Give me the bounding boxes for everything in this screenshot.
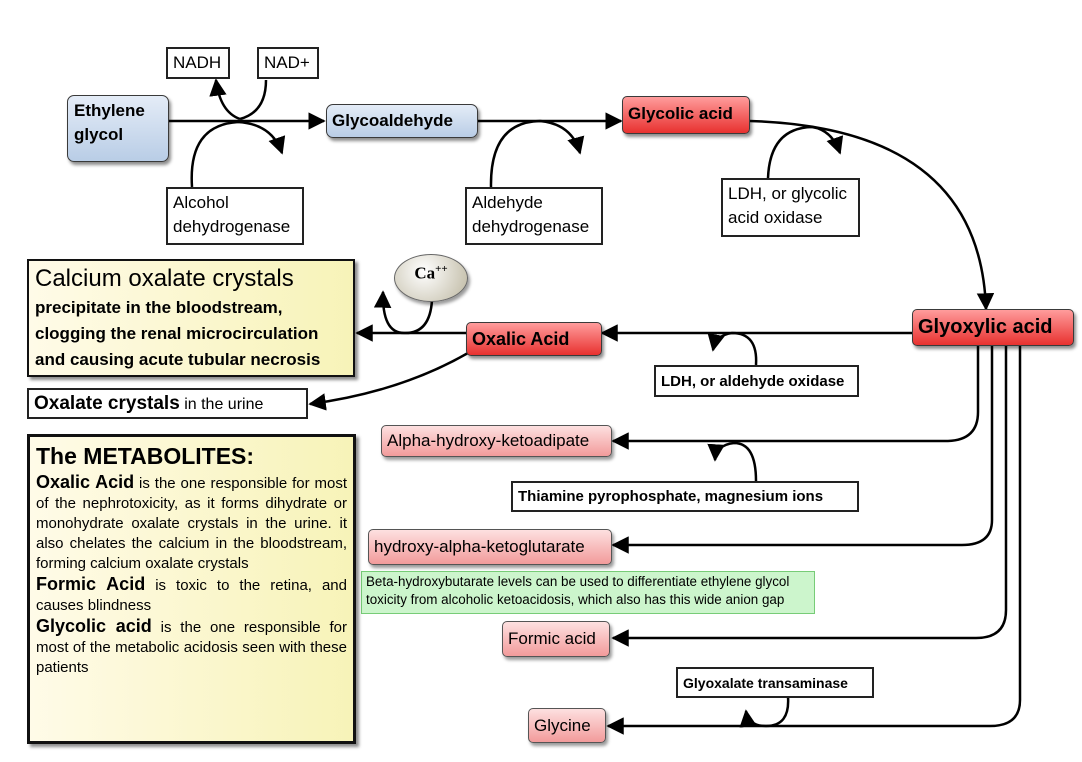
alcohol-dehydrogenase-line-1: Alcohol <box>173 193 229 212</box>
ldh-aldehyde-curve <box>707 331 758 366</box>
ethylene-glycol-line-1: Ethylene <box>74 101 145 120</box>
calcium-charge: ++ <box>435 263 448 275</box>
nadh-label: NADH <box>166 47 230 79</box>
ethylene-glycol-node: Ethylene glycol <box>67 95 169 162</box>
thiamine-box: Thiamine pyrophosphate, magnesium ions <box>511 481 859 512</box>
transaminase-box: Glyoxalate transaminase <box>676 667 874 698</box>
glyoxylic-acid-node: Glyoxylic acid <box>912 309 1074 346</box>
urine-crystals-text: in the urine <box>179 396 264 413</box>
formic-acid-node: Formic acid <box>502 621 610 657</box>
glycoaldehyde-node: Glycoaldehyde <box>326 104 478 138</box>
calcium-oxalate-title: Calcium oxalate crystals <box>35 265 294 292</box>
urine-crystals-box: Oxalate crystals in the urine <box>27 388 308 419</box>
arrow-to-formic <box>611 345 1008 647</box>
ldh-glycolic-box: LDH, or glycolic acid oxidase <box>721 178 860 237</box>
metabolite-glycolic: Glycolic acid is the one responsible for… <box>36 616 347 678</box>
urine-crystals-bold: Oxalate crystals <box>34 393 180 414</box>
metabolite-formic-name: Formic Acid <box>36 574 146 594</box>
calcium-symbol: Ca <box>414 263 436 283</box>
calcium-curve <box>373 290 434 335</box>
calcium-ion: Ca++ <box>394 254 468 302</box>
beta-hydroxybutyrate-note: Beta-hydroxybutarate levels can be used … <box>361 571 815 614</box>
thiamine-curve <box>707 441 758 482</box>
ethylene-glycol-line-2: glycol <box>74 125 124 144</box>
oxalic-acid-node: Oxalic Acid <box>466 322 602 356</box>
metabolite-oxalic: Oxalic Acid is the one responsible for m… <box>36 472 347 574</box>
metabolites-panel: The METABOLITES: Oxalic Acid is the one … <box>27 434 356 744</box>
aldehyde-dehydrogenase-box: Aldehyde dehydrogenase <box>465 187 603 245</box>
ldh-glycolic-line-1: LDH, or glycolic <box>728 184 848 203</box>
calcium-oxalate-box: Calcium oxalate crystals precipitate in … <box>27 259 355 377</box>
arrow-to-hydroxy-alpha <box>611 345 994 554</box>
metabolite-formic: Formic Acid is toxic to the retina, and … <box>36 574 347 616</box>
aldehyde-dehydrogenase-line-2: dehydrogenase <box>472 217 590 236</box>
glycolic-acid-node: Glycolic acid <box>622 96 750 134</box>
alcohol-dehydrogenase-box: Alcohol dehydrogenase <box>166 187 304 245</box>
ldh-glycolic-curve <box>766 125 844 179</box>
nadh-curve <box>209 78 241 121</box>
aldehyde-dehydrogenase-line-1: Aldehyde <box>472 193 543 212</box>
metabolite-oxalic-text: is the one responsible for most of the n… <box>36 475 347 572</box>
ldh-glycolic-line-2: acid oxidase <box>728 208 823 227</box>
metabolite-formic-text: is toxic to the retina, and causes blind… <box>36 577 347 614</box>
nad-curve <box>239 79 268 121</box>
calcium-oxalate-body: precipitate in the bloodstream, clogging… <box>35 298 321 369</box>
aldh-curve <box>489 119 585 188</box>
adh-curve <box>190 120 286 188</box>
metabolites-title: The METABOLITES: <box>36 443 255 469</box>
alcohol-dehydrogenase-line-2: dehydrogenase <box>173 217 291 236</box>
transaminase-curve <box>739 696 790 728</box>
metabolite-glycolic-name: Glycolic acid <box>36 616 152 636</box>
arrow-oxalic-to-urine <box>308 351 469 411</box>
metabolite-oxalic-name: Oxalic Acid <box>36 472 135 492</box>
glycine-node: Glycine <box>528 708 606 743</box>
arrow-to-glycine <box>606 345 1022 735</box>
hydroxy-alpha-ketoglutarate-node: hydroxy-alpha-ketoglutarate <box>368 529 612 565</box>
metabolite-glycolic-text: is the one responsible for most of the m… <box>36 619 347 676</box>
ldh-aldehyde-box: LDH, or aldehyde oxidase <box>654 365 859 397</box>
arrow-to-alpha-hydroxy <box>611 345 980 450</box>
alpha-hydroxy-ketoadipate-node: Alpha-hydroxy-ketoadipate <box>381 425 612 457</box>
nad-label: NAD+ <box>257 47 319 79</box>
